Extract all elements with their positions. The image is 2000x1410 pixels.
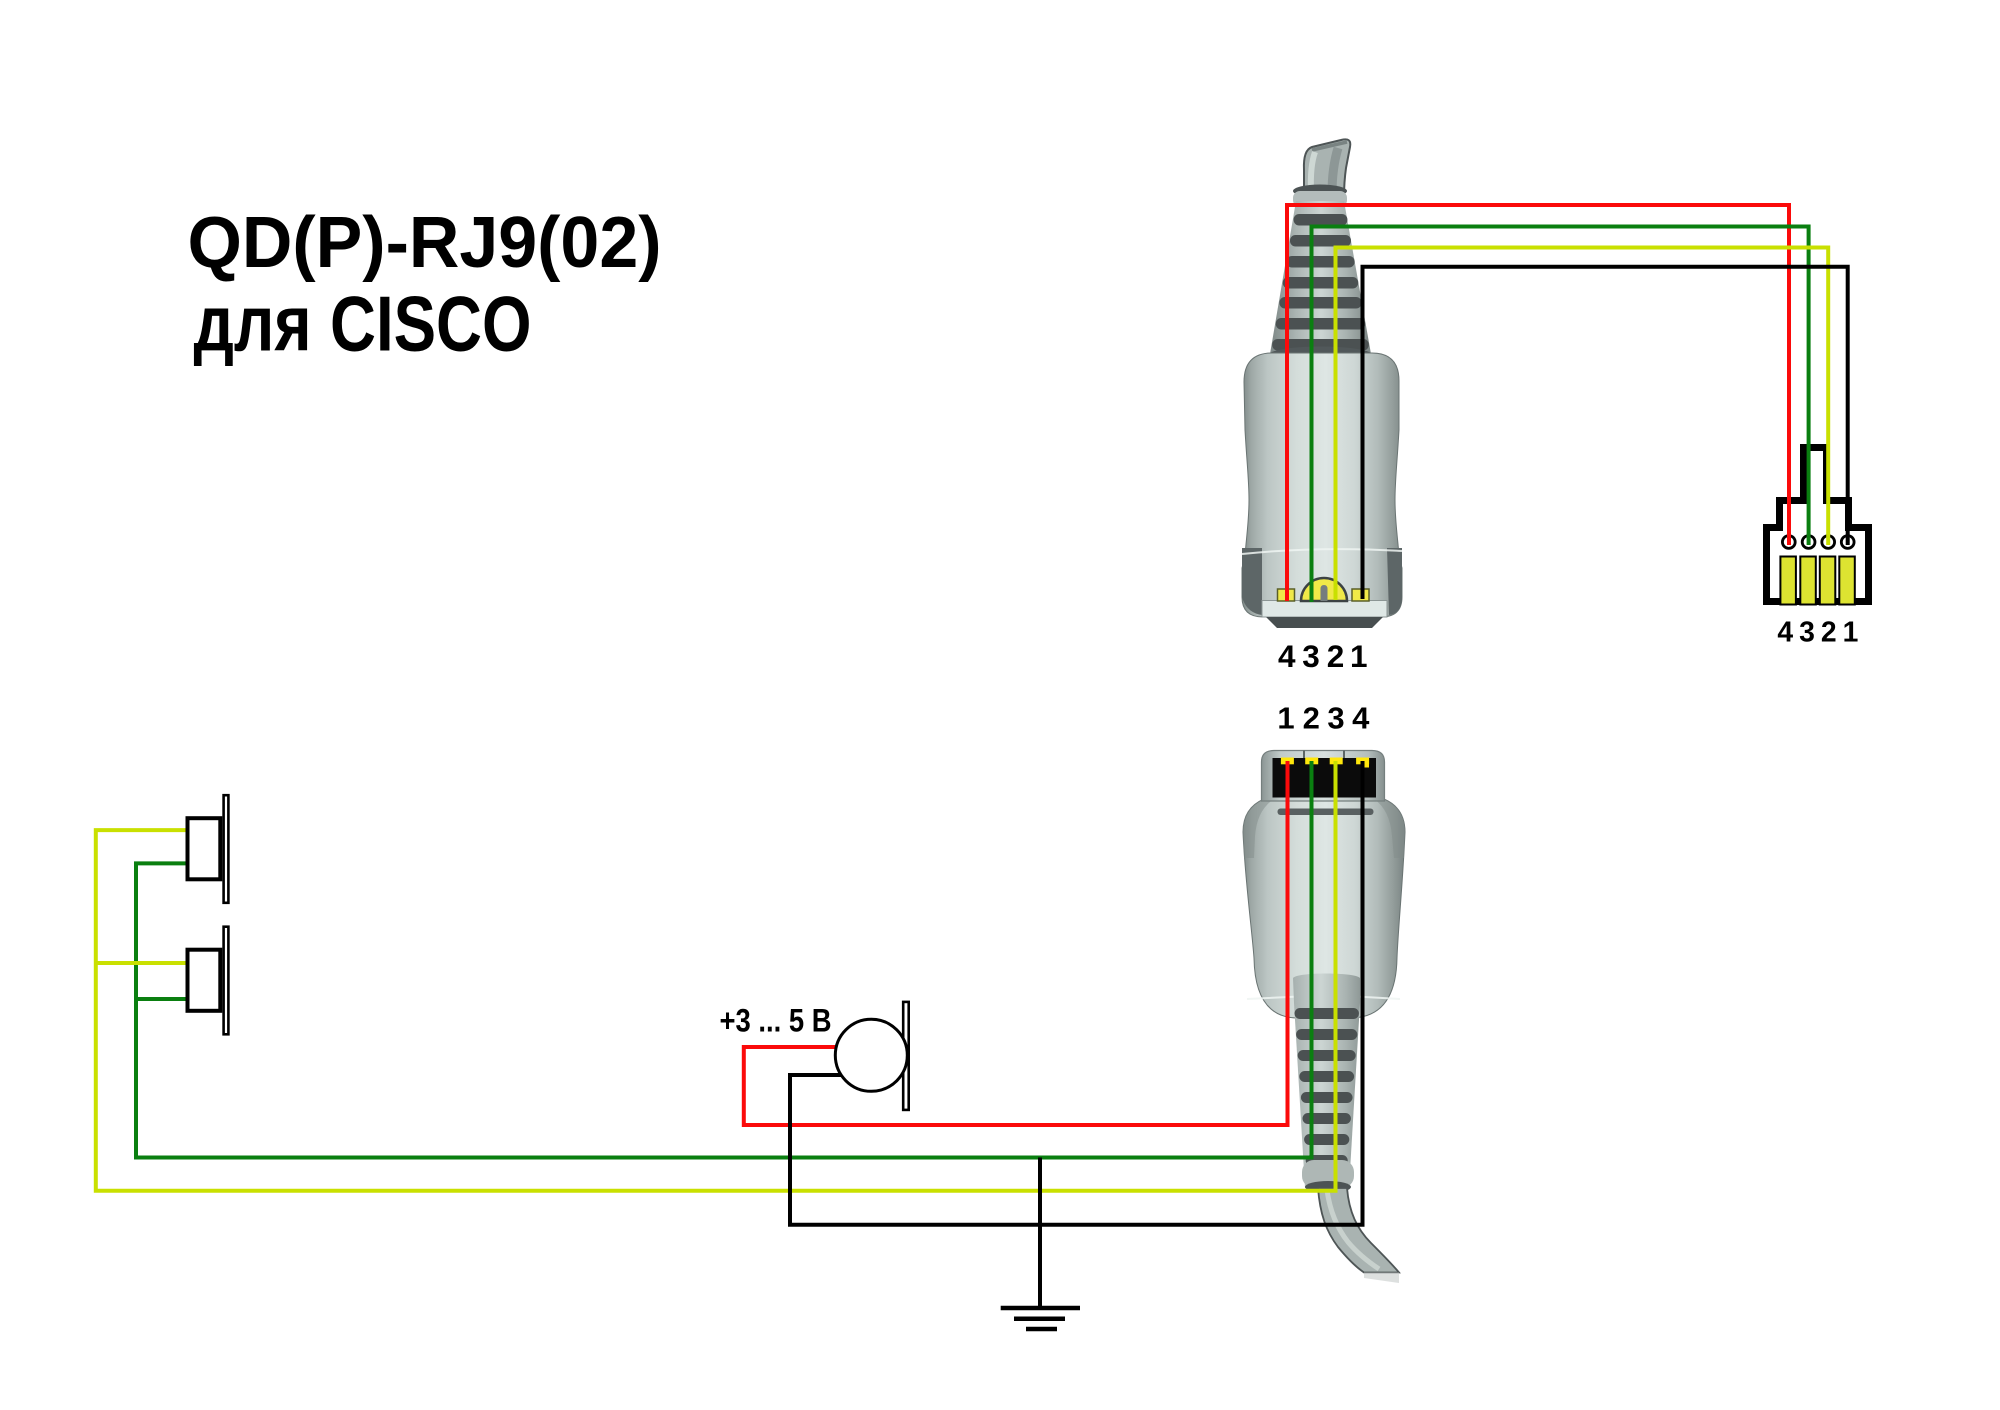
- svg-text:3: 3: [1302, 638, 1320, 674]
- svg-text:1: 1: [1350, 638, 1368, 674]
- svg-text:4: 4: [1278, 638, 1296, 674]
- svg-text:для: для: [194, 279, 312, 368]
- svg-text:2: 2: [1303, 701, 1320, 736]
- svg-text:1: 1: [1843, 616, 1859, 648]
- svg-text:1: 1: [1277, 701, 1294, 736]
- svg-text:4: 4: [1777, 616, 1793, 648]
- svg-text:4: 4: [1352, 701, 1370, 736]
- svg-text:QD(P)-RJ9(02): QD(P)-RJ9(02): [188, 203, 662, 283]
- svg-text:3: 3: [1327, 701, 1344, 736]
- svg-text:2: 2: [1821, 616, 1837, 648]
- svg-text:2: 2: [1327, 638, 1345, 674]
- svg-text:CISCO: CISCO: [330, 280, 532, 368]
- svg-text:+3 ... 5 В: +3 ... 5 В: [720, 1001, 832, 1038]
- svg-text:3: 3: [1799, 616, 1815, 648]
